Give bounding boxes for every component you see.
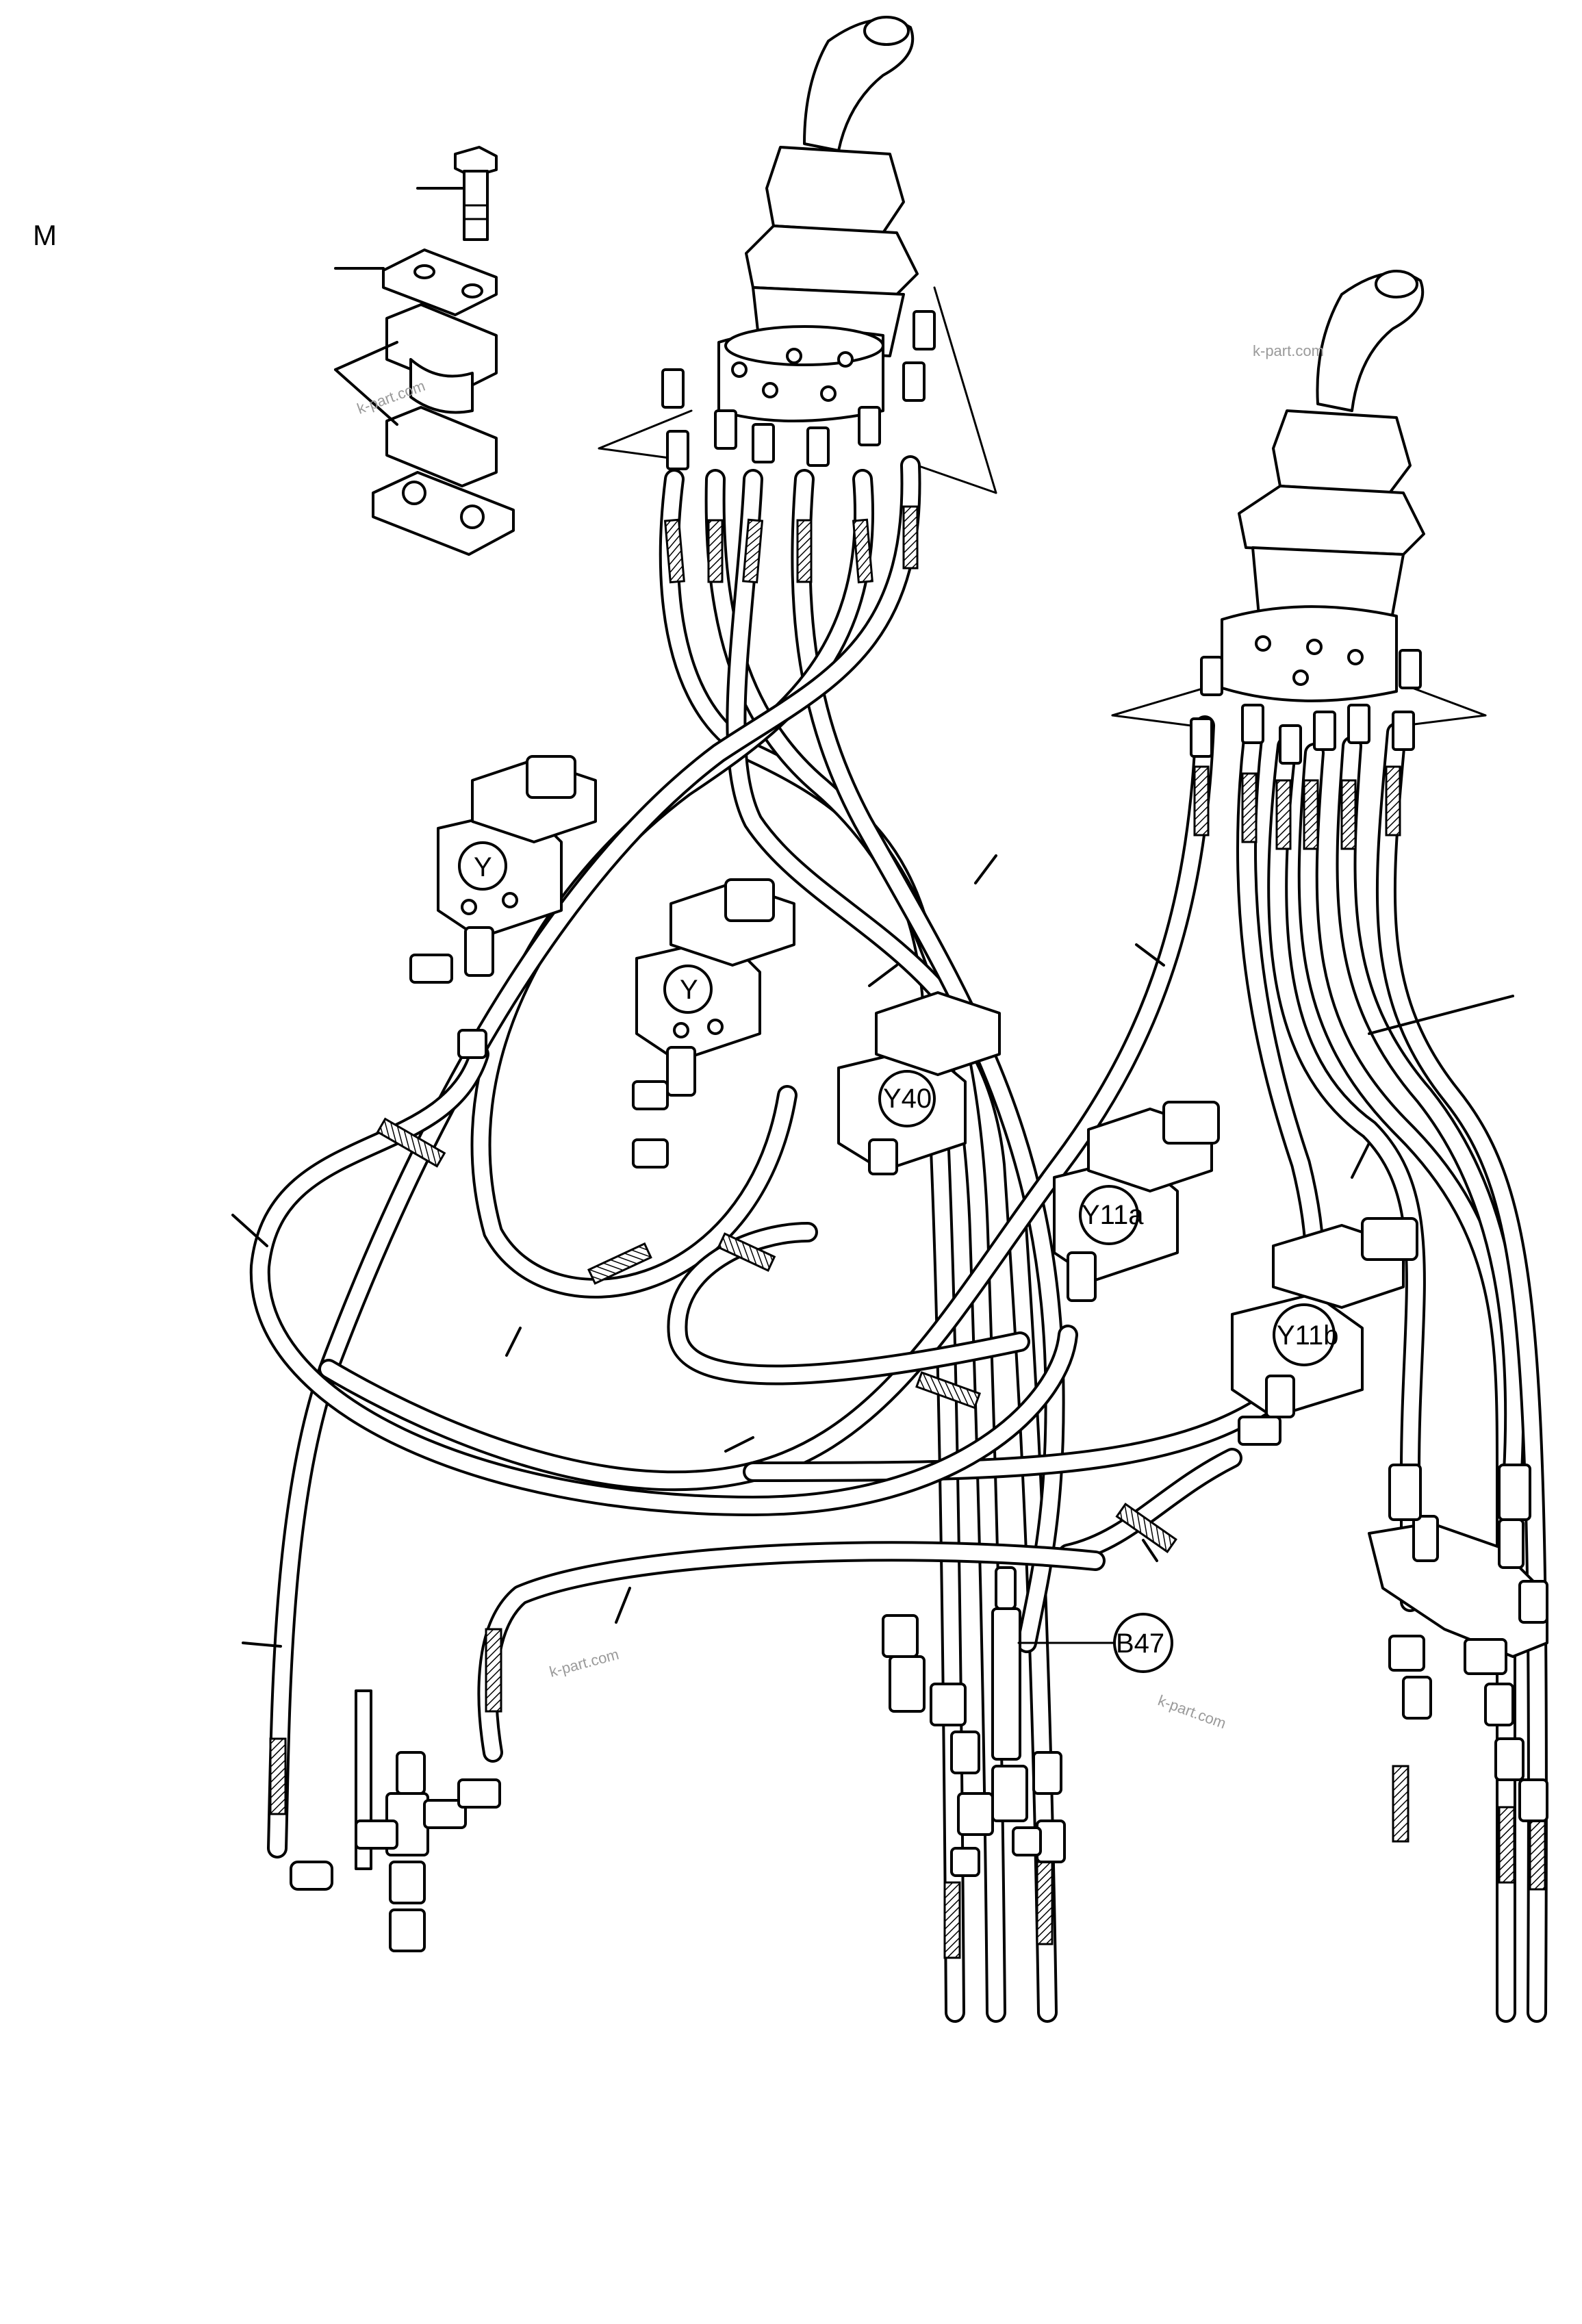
label-b47: B47: [1116, 1629, 1164, 1659]
left-joystick: [717, 16, 919, 422]
watermark: k-part.com: [1253, 342, 1324, 359]
watermark: k-part.com: [548, 1646, 621, 1681]
hose-clamp-kit: [334, 146, 515, 556]
solenoid-valve-y11b: Y11b: [1231, 1217, 1418, 1446]
port-leader-lines: [598, 286, 1487, 727]
label-y11a: Y11a: [1082, 1200, 1144, 1230]
clamp-top-plate: [334, 248, 498, 316]
solenoid-valve-y40: Y40: [837, 991, 1001, 1175]
clamp-bottom-plate: [372, 471, 515, 556]
lower-fittings: [290, 1464, 1548, 1952]
watermark: k-part.com: [1156, 1691, 1228, 1732]
port-fittings: [661, 310, 1422, 765]
label-y40: Y40: [883, 1084, 932, 1114]
leader-lines: [231, 854, 1514, 1648]
right-joystick: [1221, 270, 1425, 702]
solenoid-valve-y-center: Y: [632, 878, 795, 1169]
label-y-center: Y: [680, 975, 698, 1005]
solenoid-valve-y11a: Y11a: [1053, 1101, 1220, 1302]
hoses: [249, 455, 1548, 2023]
clamp-bolt: [416, 146, 498, 241]
pressure-sensor-b47: B47: [991, 1566, 1173, 1761]
section-letter: M: [33, 219, 57, 251]
braided-sections: [269, 505, 1546, 1959]
label-y11b: Y11b: [1277, 1320, 1338, 1351]
label-y-left: Y: [474, 852, 492, 882]
solenoid-valve-y-left: Y: [409, 755, 597, 1059]
clamp-halves: [334, 303, 498, 487]
